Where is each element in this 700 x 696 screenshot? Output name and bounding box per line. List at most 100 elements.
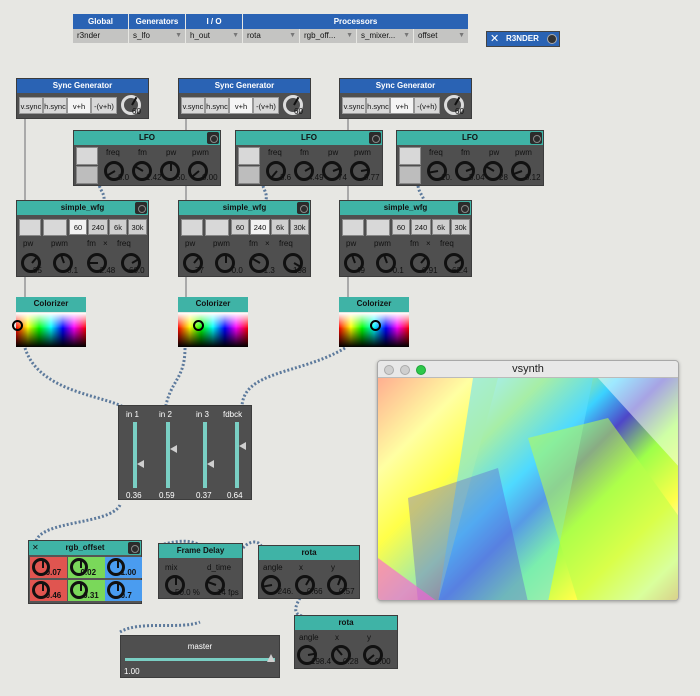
offset-knob[interactable] xyxy=(69,581,88,599)
close-icon[interactable]: ✕ xyxy=(32,543,39,552)
fm-knob[interactable] xyxy=(249,253,269,273)
rate-60-button[interactable]: 60 xyxy=(69,219,87,235)
vsync-button[interactable]: v.sync xyxy=(181,97,205,114)
rate-240-button[interactable]: 240 xyxy=(88,219,108,235)
rate-6k-button[interactable]: 6k xyxy=(271,219,289,235)
color-picker-handle[interactable] xyxy=(12,320,23,331)
color-picker[interactable] xyxy=(178,313,248,347)
rate-240-button[interactable]: 240 xyxy=(250,219,270,235)
freq-knob[interactable] xyxy=(104,161,124,181)
power-button[interactable] xyxy=(207,132,219,144)
pwm-knob[interactable] xyxy=(350,161,370,181)
power-button[interactable] xyxy=(297,202,309,214)
square-wave-icon[interactable] xyxy=(76,147,98,165)
sine-wave-icon[interactable] xyxy=(205,219,229,236)
sync-knob[interactable] xyxy=(444,95,464,115)
freq-knob[interactable] xyxy=(427,161,447,181)
hsync-button[interactable]: h.sync xyxy=(205,97,229,114)
vsync-button[interactable]: v.sync xyxy=(19,97,43,114)
offset-knob[interactable] xyxy=(32,558,50,576)
offset-knob[interactable] xyxy=(69,558,88,576)
fader-handle[interactable] xyxy=(267,654,275,662)
pwm-knob[interactable] xyxy=(53,253,73,273)
square-wave-icon[interactable] xyxy=(399,147,421,165)
offset-knob[interactable] xyxy=(32,581,50,599)
vplush-button[interactable]: v+h xyxy=(229,97,253,114)
color-picker[interactable] xyxy=(12,313,86,347)
sync-knob[interactable] xyxy=(283,95,303,115)
rate-30k-button[interactable]: 30k xyxy=(290,219,309,235)
fader-handle[interactable] xyxy=(239,441,246,450)
x-knob[interactable] xyxy=(295,575,315,595)
rate-240-button[interactable]: 240 xyxy=(411,219,431,235)
fm-knob[interactable] xyxy=(410,253,430,273)
render-toggle[interactable] xyxy=(547,34,557,44)
fm-knob[interactable] xyxy=(132,161,152,181)
mixer-fader-3[interactable] xyxy=(203,422,207,488)
processor-select-4[interactable]: offset▼ xyxy=(414,29,469,43)
mixer-fader-4[interactable] xyxy=(235,422,239,488)
fm-knob[interactable] xyxy=(294,161,314,181)
fader-handle[interactable] xyxy=(170,445,177,454)
hsync-button[interactable]: h.sync xyxy=(43,97,67,114)
vplush-button[interactable]: v+h xyxy=(67,97,91,114)
offset-knob[interactable] xyxy=(107,581,125,599)
mixer-fader-2[interactable] xyxy=(166,422,170,488)
freq-knob[interactable] xyxy=(283,253,303,273)
power-button[interactable] xyxy=(135,202,147,214)
processor-select-1[interactable]: rota▼ xyxy=(243,29,300,43)
pw-knob[interactable] xyxy=(344,253,364,273)
mix-knob[interactable] xyxy=(165,575,185,595)
pw-knob[interactable] xyxy=(21,253,41,273)
fm-knob[interactable] xyxy=(87,253,107,273)
power-button[interactable] xyxy=(458,202,470,214)
pw-knob[interactable] xyxy=(183,253,203,273)
mixer-fader-1[interactable] xyxy=(133,422,137,488)
pwm-knob[interactable] xyxy=(188,161,208,181)
angle-knob[interactable] xyxy=(261,575,281,595)
io-select[interactable]: h_out▼ xyxy=(186,29,243,43)
sync-knob[interactable] xyxy=(121,95,141,115)
pw-knob[interactable] xyxy=(160,161,180,181)
processor-select-3[interactable]: s_mixer...▼ xyxy=(357,29,414,43)
sine-wave-icon[interactable] xyxy=(366,219,390,236)
fader-handle[interactable] xyxy=(207,459,214,468)
neg-vplush-button[interactable]: -(v+h) xyxy=(91,97,117,114)
vplush-button[interactable]: v+h xyxy=(390,97,414,114)
neg-vplush-button[interactable]: -(v+h) xyxy=(253,97,279,114)
zoom-window-button[interactable] xyxy=(416,365,426,375)
sine-wave-icon[interactable] xyxy=(238,166,260,184)
rate-6k-button[interactable]: 6k xyxy=(432,219,450,235)
sine-wave-icon[interactable] xyxy=(76,166,98,184)
pw-knob[interactable] xyxy=(483,161,503,181)
color-picker[interactable] xyxy=(339,313,409,347)
power-button[interactable] xyxy=(128,542,140,554)
global-select[interactable]: r3nder xyxy=(73,29,129,43)
color-picker-handle[interactable] xyxy=(193,320,204,331)
freq-knob[interactable] xyxy=(121,253,141,273)
rate-60-button[interactable]: 60 xyxy=(392,219,410,235)
pw-knob[interactable] xyxy=(322,161,342,181)
square-wave-icon[interactable] xyxy=(19,219,41,236)
rate-6k-button[interactable]: 6k xyxy=(109,219,127,235)
power-button[interactable] xyxy=(530,132,542,144)
freq-knob[interactable] xyxy=(444,253,464,273)
sine-wave-icon[interactable] xyxy=(399,166,421,184)
processor-select-2[interactable]: rgb_off...▼ xyxy=(300,29,357,43)
minimize-window-button[interactable] xyxy=(400,365,410,375)
sine-wave-icon[interactable] xyxy=(43,219,67,236)
pwm-knob[interactable] xyxy=(511,161,531,181)
y-knob[interactable] xyxy=(327,575,347,595)
generators-select[interactable]: s_lfo▼ xyxy=(129,29,186,43)
close-window-button[interactable] xyxy=(384,365,394,375)
rate-30k-button[interactable]: 30k xyxy=(128,219,147,235)
pwm-knob[interactable] xyxy=(215,253,235,273)
y-knob[interactable] xyxy=(363,645,383,665)
dtime-knob[interactable] xyxy=(205,575,225,595)
rate-60-button[interactable]: 60 xyxy=(231,219,249,235)
x-knob[interactable] xyxy=(331,645,351,665)
freq-knob[interactable] xyxy=(266,161,286,181)
master-fader[interactable] xyxy=(125,658,275,661)
vsync-button[interactable]: v.sync xyxy=(342,97,366,114)
fader-handle[interactable] xyxy=(137,460,144,469)
